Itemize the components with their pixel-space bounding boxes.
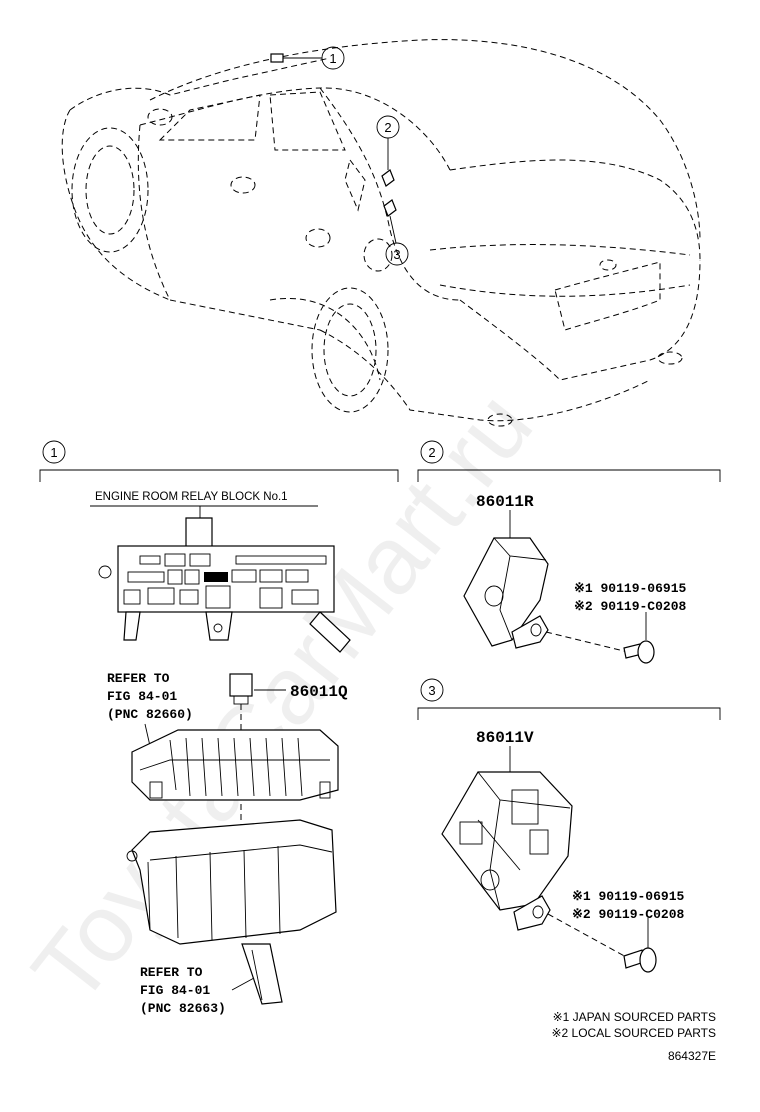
callout-2 [376,115,400,139]
legend: ※1 JAPAN SOURCED PARTS ※2 LOCAL SOURCED … [551,1010,716,1063]
section-1: 1 ENGINE ROOM RELAY BLOCK No.1 [39,440,399,1016]
section-2-bracket [417,469,721,482]
section-3-number: 3 [428,683,435,698]
section-3-marker [420,678,444,702]
part-86011v: 86011V [476,729,534,747]
refer-upper-line3: (PNC 82660) [107,707,193,722]
bolt-v-local: ※2 90119-C0208 [572,907,685,922]
figure-id: 864327E [668,1049,716,1063]
refer-lower-line2: FIG 84-01 [140,983,210,998]
bolt-r-japan: ※1 90119-06915 [574,581,687,596]
section-2-number: 2 [428,445,435,460]
callout-3-text: 3 [393,247,400,262]
relay-part-number: 86011Q [290,683,348,701]
section-2-marker [420,440,444,464]
car-illustration [61,39,701,427]
refer-lower-line1: REFER TO [140,965,203,980]
relay-block-lower [126,819,337,1005]
bolt-v-japan: ※1 90119-06915 [572,889,685,904]
refer-upper-line1: REFER TO [107,671,170,686]
refer-upper-line2: FIG 84-01 [107,689,177,704]
sensor-86011v [441,771,573,931]
section-2: 2 86011R ※1 90119-06915 ※2 90119-C0208 [417,440,721,664]
part-86011r: 86011R [476,493,534,511]
bolt-v [623,918,657,973]
callout-3 [385,242,409,266]
bolt-r-local: ※2 90119-C0208 [574,599,687,614]
legend-local-sourced: ※2 LOCAL SOURCED PARTS [551,1026,716,1040]
relay-block-title: ENGINE ROOM RELAY BLOCK No.1 [95,491,288,503]
section-1-marker [42,440,66,464]
callout-1 [321,46,345,70]
bolt-r [623,612,655,664]
section-1-number: 1 [50,445,57,460]
car-callouts: 1 2 3 [283,46,409,266]
relay-86011q [229,673,253,697]
callout-1-text: 1 [329,51,336,66]
section-1-bracket [39,469,399,482]
refer-lower-line3: (PNC 82663) [140,1001,226,1016]
relay-block-middle [131,729,339,801]
relay-block-upper [98,517,351,653]
section-3-bracket [417,707,721,720]
legend-japan-sourced: ※1 JAPAN SOURCED PARTS [553,1010,716,1024]
sensor-86011r [463,537,549,649]
callout-2-text: 2 [384,120,391,135]
section-3: 3 86011V ※1 90119-06915 ※2 90119-C0208 [417,678,721,973]
